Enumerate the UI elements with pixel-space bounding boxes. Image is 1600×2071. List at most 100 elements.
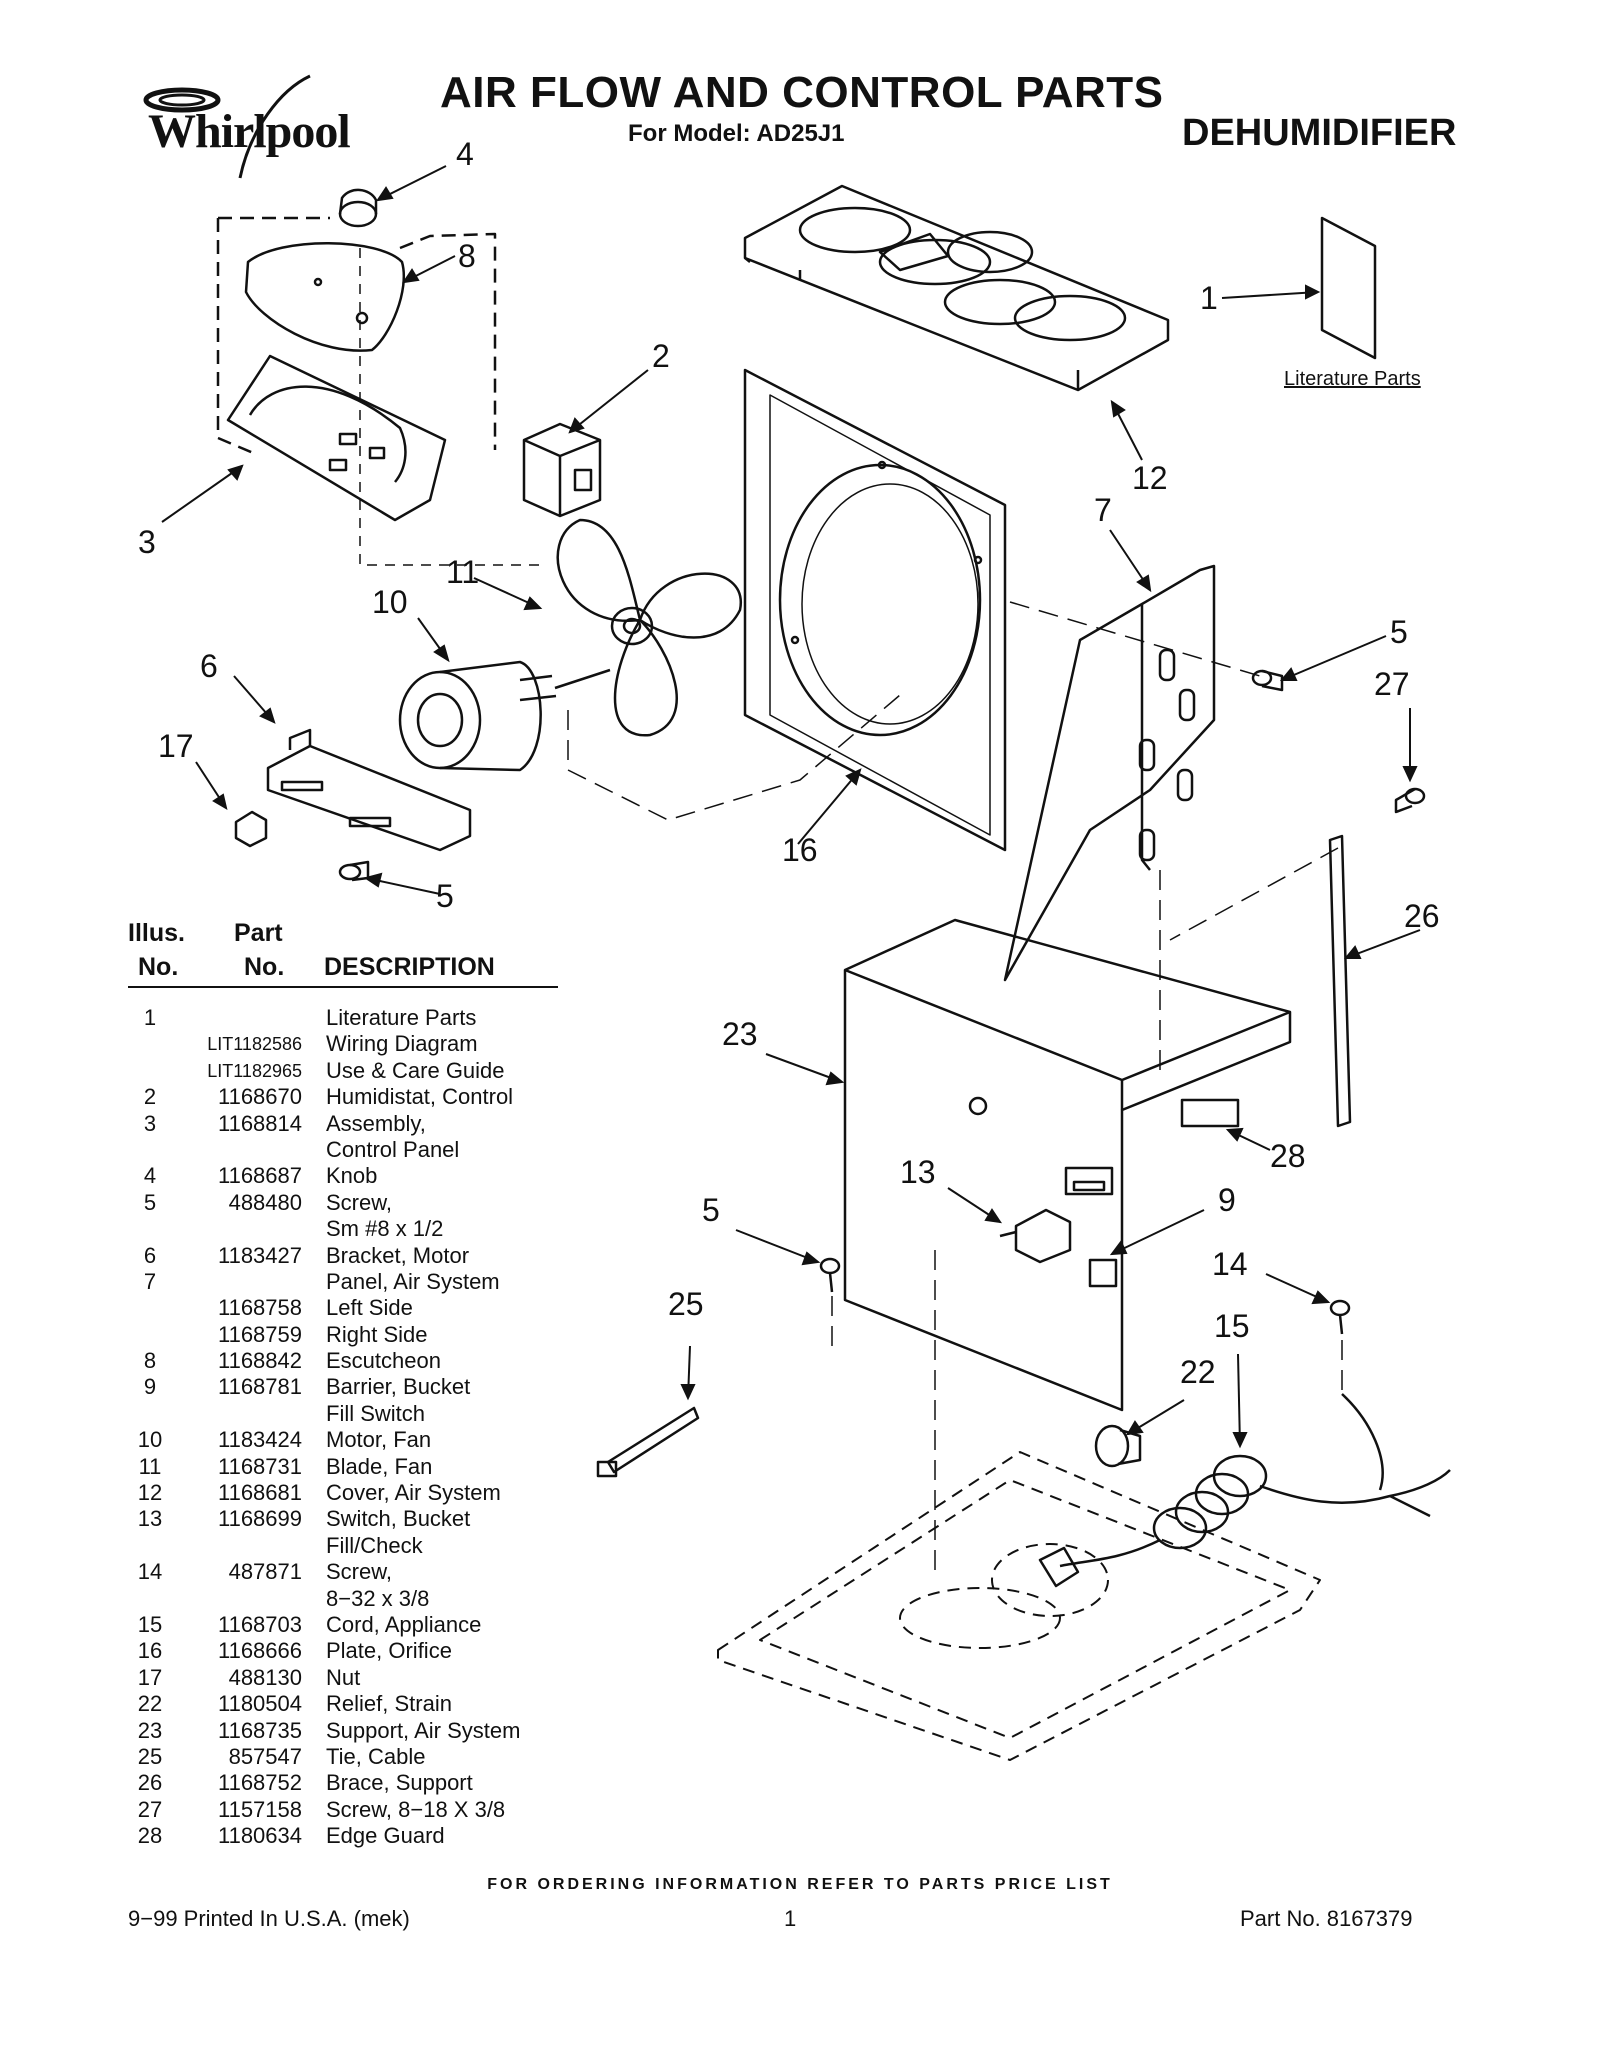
part-description: Right Side — [326, 1321, 428, 1347]
part-description: Fill/Check — [326, 1532, 423, 1558]
callout-leader-arrows — [161, 165, 1421, 1449]
table-row: 3 1168814 Assembly, — [128, 1111, 588, 1137]
literature-parts-label: Literature Parts — [1284, 368, 1421, 390]
illus-number: 2 — [143, 1084, 157, 1110]
callout-2: 2 — [652, 338, 670, 374]
illus-number: 14 — [137, 1559, 163, 1585]
control-dashed-frame-right — [218, 216, 497, 450]
part-description: Screw, — [326, 1189, 393, 1215]
part-description: Bracket, Motor — [326, 1242, 470, 1268]
part-description: Assembly, — [326, 1110, 426, 1136]
part-description: Screw, — [326, 1559, 393, 1585]
part-number: LIT1182965 — [207, 1060, 302, 1081]
document-part-number: Part No. 8167379 — [1240, 1906, 1413, 1931]
callout-3: 3 — [138, 524, 156, 560]
table-row: 8−32 x 3/8 — [128, 1586, 588, 1612]
part-description: Plate, Orifice — [326, 1638, 452, 1664]
print-info: 9−99 Printed In U.S.A. (mek) — [128, 1906, 410, 1931]
exploded-parts-diagram — [161, 165, 1451, 1761]
part-number: 1168752 — [217, 1770, 302, 1796]
air-system-support-part-icon — [843, 918, 1292, 1412]
part-number: 1168703 — [217, 1611, 302, 1637]
part-description: Brace, Support — [326, 1770, 473, 1796]
brand-logo — [130, 70, 380, 180]
part-description: Wiring Diagram — [326, 1031, 478, 1057]
illus-number: 5 — [143, 1189, 157, 1215]
part-description: Motor, Fan — [326, 1427, 432, 1453]
part-number: 1168781 — [217, 1374, 302, 1400]
part-number: LIT1182586 — [207, 1034, 302, 1055]
ordering-note: FOR ORDERING INFORMATION REFER TO PARTS … — [487, 1876, 1113, 1893]
product-type: DEHUMIDIFIER — [1182, 112, 1457, 154]
part-number: 1168666 — [217, 1638, 302, 1664]
table-row: 4 1168687 Knob — [128, 1163, 588, 1189]
part-description: Screw, 8−18 X 3/8 — [326, 1796, 506, 1822]
part-number: 1168759 — [217, 1321, 302, 1347]
callout-10: 10 — [372, 584, 408, 620]
nut-part-icon — [234, 810, 268, 848]
illus-number: 22 — [137, 1691, 163, 1717]
page-number: 1 — [784, 1906, 797, 1931]
part-description: Humidistat, Control — [326, 1084, 514, 1110]
part-description: Left Side — [326, 1295, 413, 1321]
header-illus-2: No. — [138, 953, 179, 981]
illus-number: 27 — [137, 1796, 163, 1822]
page-title: AIR FLOW AND CONTROL PARTS — [440, 68, 1164, 117]
knob-part-icon — [338, 188, 378, 228]
illus-number: 9 — [143, 1374, 157, 1400]
part-description: Cord, Appliance — [326, 1611, 482, 1637]
illus-number: 4 — [143, 1163, 157, 1189]
illus-number: 8 — [143, 1348, 157, 1374]
part-description: Knob — [326, 1163, 378, 1189]
part-number: 1168731 — [217, 1453, 302, 1479]
callout-8: 8 — [458, 238, 476, 274]
callout-22: 22 — [1180, 1354, 1216, 1390]
callout-13: 13 — [900, 1154, 936, 1190]
header-part-2: No. — [244, 953, 285, 981]
swirl-logo-icon — [143, 74, 311, 179]
model-number: For Model: AD25J1 — [628, 120, 845, 147]
base-pan-dashed-outline — [717, 1451, 1321, 1761]
table-row: LIT1182586 Wiring Diagram — [128, 1031, 588, 1057]
literature-booklet-icon — [1320, 216, 1377, 360]
bucket-switch-part-icon — [999, 1208, 1072, 1264]
illus-number: 3 — [143, 1110, 157, 1136]
part-number: 1168814 — [217, 1110, 302, 1136]
alignment-dashed-lines — [567, 601, 1343, 1580]
motor-bracket-part-icon — [266, 728, 472, 852]
table-row: 1168759 Right Side — [128, 1322, 588, 1348]
part-description: Literature Parts — [326, 1005, 477, 1030]
control-panel-part-icon — [226, 354, 447, 522]
part-description: Relief, Strain — [326, 1691, 452, 1717]
callout-23: 23 — [722, 1016, 758, 1052]
part-number: 1168687 — [217, 1163, 302, 1189]
part-number: 1157158 — [217, 1796, 302, 1822]
screw-part-icon-2 — [1251, 669, 1284, 692]
illus-number: 6 — [143, 1242, 157, 1268]
part-description: Sm #8 x 1/2 — [326, 1216, 444, 1242]
callout-9: 9 — [1218, 1182, 1236, 1218]
illus-number: 28 — [137, 1823, 163, 1849]
part-number: 1168842 — [217, 1348, 302, 1374]
part-number: 1168735 — [217, 1717, 302, 1743]
illus-number: 17 — [137, 1664, 163, 1690]
table-row: 27 1157158 Screw, 8−18 X 3/8 — [128, 1797, 588, 1823]
part-description: 8−32 x 3/8 — [326, 1585, 430, 1611]
illus-number: 23 — [137, 1717, 163, 1743]
bucket-barrier-part-icon — [1088, 1258, 1118, 1288]
